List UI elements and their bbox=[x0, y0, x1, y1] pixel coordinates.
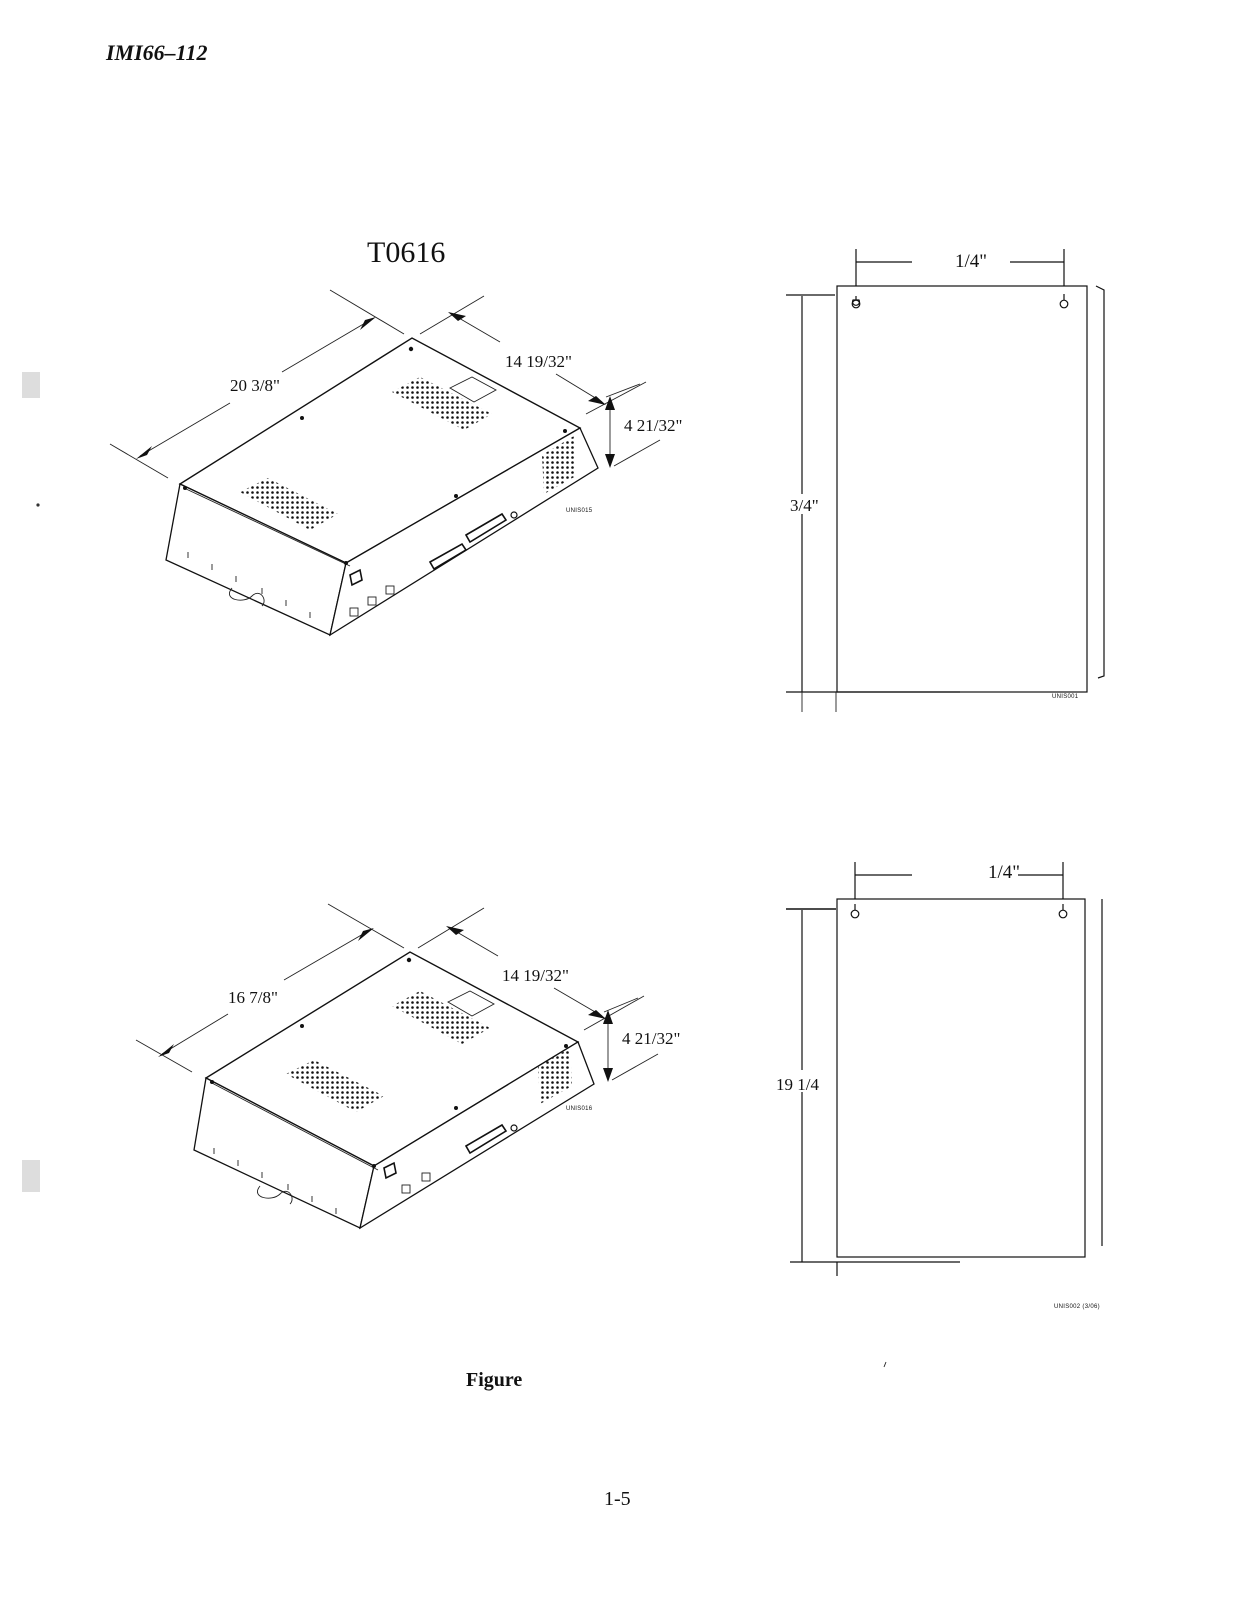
mount-template-bottom bbox=[786, 862, 1102, 1276]
unit-top-drawing bbox=[110, 290, 660, 635]
mount-template-top bbox=[786, 249, 1104, 712]
unit-bottom-drawing bbox=[136, 904, 658, 1228]
scan-specks bbox=[22, 372, 40, 1192]
